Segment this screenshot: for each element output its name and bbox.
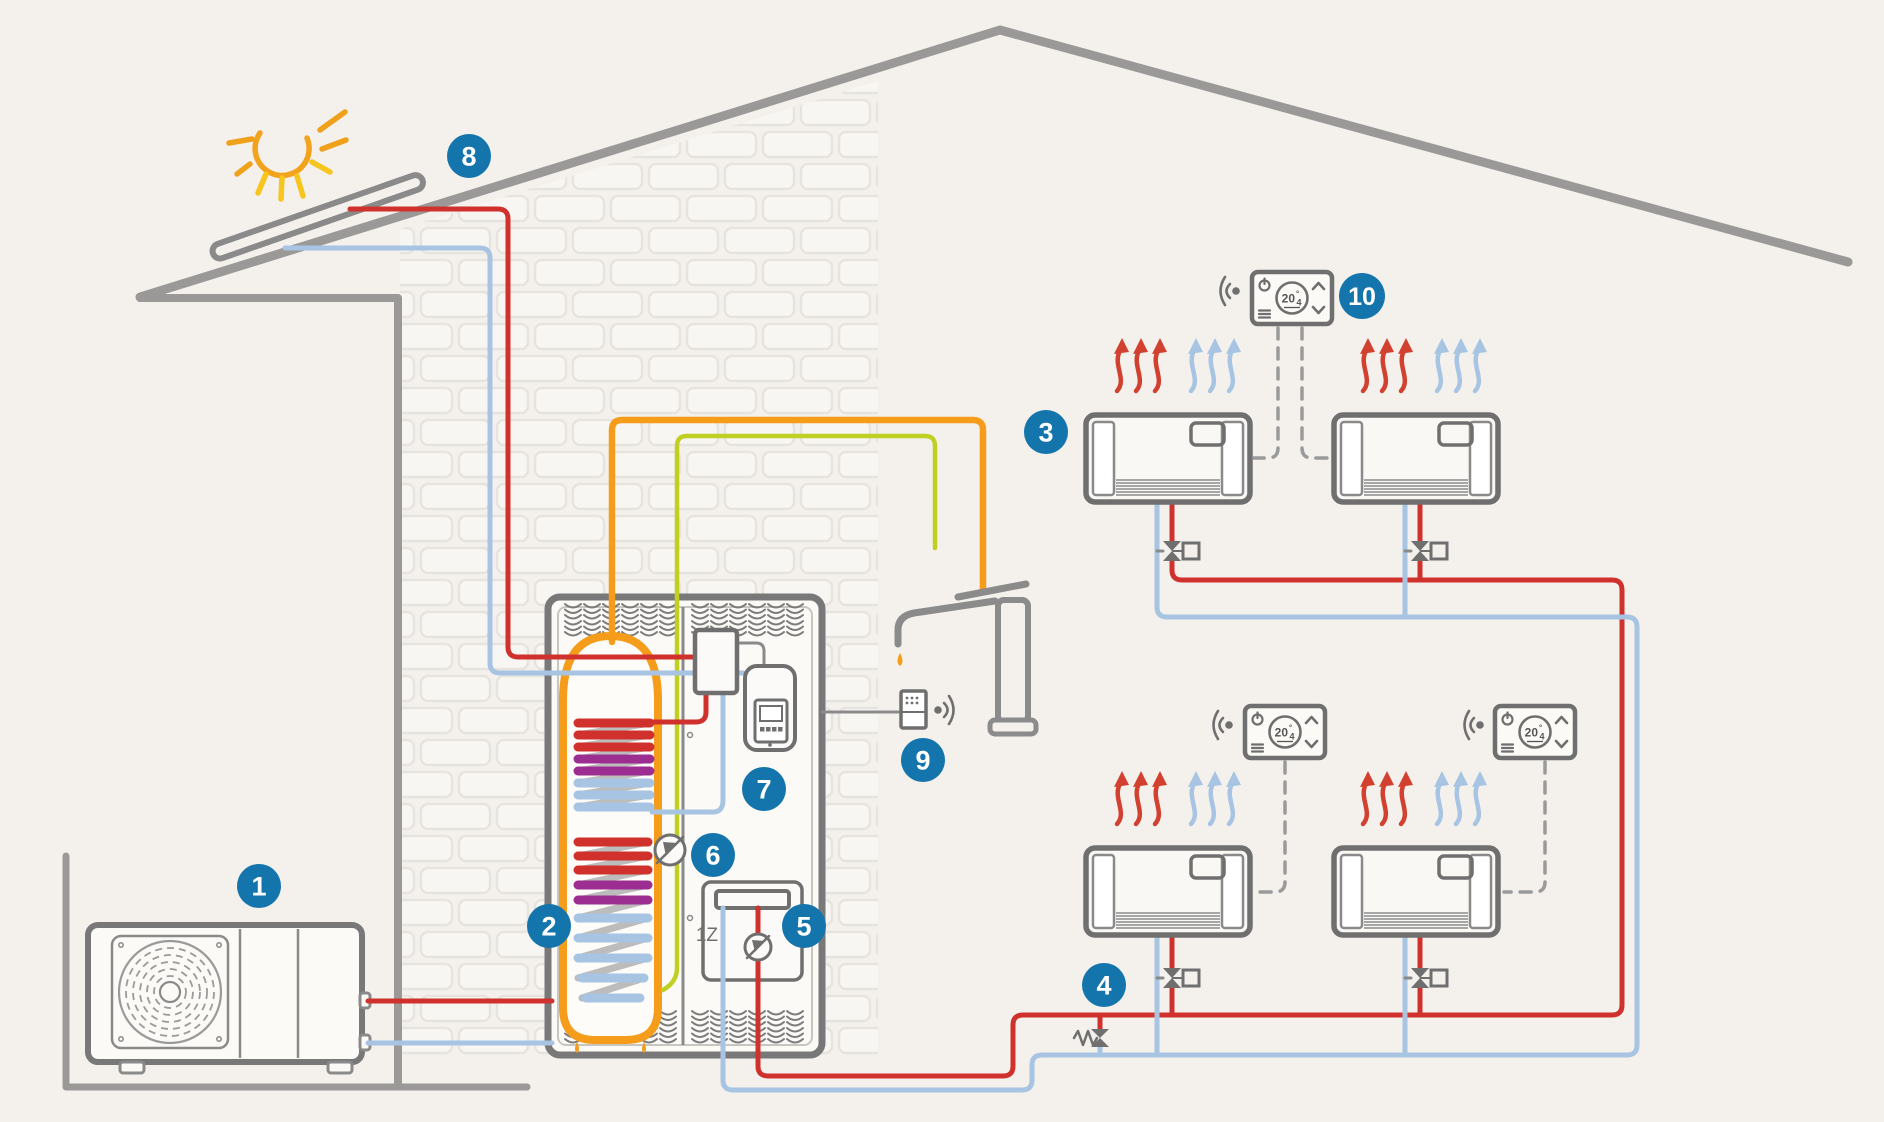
- callout-1: 1: [237, 864, 281, 908]
- callout-8: 8: [447, 134, 491, 178]
- zone-label: 1Z: [696, 925, 719, 946]
- temperature-dial: [1268, 715, 1302, 749]
- unit-foot: [118, 1060, 146, 1075]
- pipe-coil-return: [649, 690, 726, 815]
- fan-frame: [110, 934, 230, 1050]
- chevron-up-icon: [1311, 281, 1326, 291]
- thermostat-body: [1249, 269, 1335, 327]
- fancoil-valves: [1155, 539, 1449, 990]
- ground-line: [62, 852, 531, 1091]
- thermostat-zone2-left: 20 ° 4: [1242, 703, 1328, 761]
- zone-manifold: [714, 889, 791, 910]
- water-drop-icon: [642, 1042, 646, 1053]
- temperature-decimal: 4: [1540, 732, 1545, 742]
- bypass-valve-icon: [1072, 1029, 1109, 1047]
- tank-coil-upper: [573, 718, 655, 812]
- temperature-decimal: 4: [1297, 298, 1302, 308]
- svg-text:10: 10: [1348, 283, 1376, 311]
- heating-return-network: [720, 502, 1640, 1093]
- callout-4: 4: [1082, 963, 1126, 1007]
- svg-text:7: 7: [756, 775, 771, 805]
- temperature-dial: [1275, 281, 1309, 315]
- left-wall: [136, 294, 402, 1090]
- callout-3: 3: [1024, 410, 1068, 454]
- outdoor-unit-case: [85, 922, 365, 1065]
- menu-icon: [1500, 743, 1515, 753]
- callout-9: 9: [901, 738, 945, 782]
- pipe-solar-to-coil: [642, 690, 709, 725]
- thermostat-body: [1492, 703, 1578, 761]
- outdoor-heat-pump-unit: [85, 922, 372, 1075]
- svg-text:1: 1: [251, 872, 266, 902]
- tap-icon: [894, 580, 1039, 737]
- temperature-dial: [1518, 715, 1552, 749]
- svg-text:3: 3: [1038, 418, 1053, 448]
- temperature-value: 20: [1275, 726, 1289, 740]
- unit-foot: [326, 1060, 354, 1075]
- wireless-gateway: [899, 689, 955, 730]
- svg-text:8: 8: [461, 142, 476, 172]
- screw-dot: [686, 914, 694, 922]
- menu-icon: [1250, 743, 1265, 753]
- thermostat-body: [1242, 703, 1328, 761]
- thermostat-zone1: 20 ° 4: [1249, 269, 1335, 327]
- power-icon: [1251, 711, 1264, 726]
- pipe-cold-water: [660, 433, 938, 993]
- temperature-decimal: 4: [1290, 732, 1295, 742]
- pipe-solar-return: [282, 245, 746, 676]
- solar-panel: [209, 172, 426, 262]
- frame-screws: [118, 942, 222, 1042]
- svg-text:5: 5: [796, 912, 811, 942]
- thermostat-zone2-right: 20 ° 4: [1492, 703, 1578, 761]
- tank-coil-lower: [573, 837, 653, 1003]
- sun-icon: [226, 109, 349, 202]
- water-drop-icon: [897, 653, 903, 666]
- indoor-unit-inner: [557, 606, 813, 1046]
- fancoil-unit-2: [1334, 415, 1498, 502]
- fan-icon: [117, 939, 223, 1045]
- callout-7: 7: [742, 767, 786, 811]
- controller-unit: [743, 664, 797, 752]
- gateway-dots: [905, 696, 919, 705]
- pipe-solar-flow: [347, 206, 703, 660]
- callout-2: 2: [527, 904, 571, 948]
- thermostat-links: [1252, 326, 1547, 894]
- wire-to-controller: [735, 641, 766, 668]
- svg-text:6: 6: [705, 841, 720, 871]
- water-drop-icon: [575, 1042, 579, 1053]
- chevron-up-icon: [1554, 715, 1569, 725]
- controller-buttons: [760, 727, 783, 732]
- chevron-up-icon: [1304, 715, 1319, 725]
- hydro-box: [692, 627, 740, 696]
- svg-text:2: 2: [541, 912, 556, 942]
- degree-symbol: °: [1289, 724, 1292, 733]
- power-icon: [1258, 277, 1271, 292]
- chevron-down-icon: [1554, 739, 1569, 749]
- pump-icon-circulation: [653, 833, 687, 867]
- callout-5: 5: [782, 904, 826, 948]
- chevron-down-icon: [1311, 305, 1326, 315]
- temperature-value: 20: [1525, 726, 1539, 740]
- power-icon: [1501, 711, 1514, 726]
- pipe-dhw-hot: [608, 416, 987, 646]
- svg-text:4: 4: [1096, 971, 1111, 1001]
- screw-dot: [686, 731, 694, 739]
- heating-flow-network: [755, 502, 1625, 1079]
- pump-icon-zone: [743, 932, 773, 962]
- callout-10: 10: [1339, 273, 1385, 319]
- degree-symbol: °: [1296, 290, 1299, 299]
- menu-icon: [1257, 309, 1272, 319]
- svg-text:9: 9: [915, 746, 930, 776]
- degree-symbol: °: [1539, 724, 1542, 733]
- controller-screen: [759, 705, 783, 722]
- fancoil-unit-4: [1334, 848, 1498, 935]
- callout-6: 6: [691, 833, 735, 877]
- fancoil-unit-1: [1086, 415, 1250, 502]
- temperature-value: 20: [1282, 292, 1296, 306]
- chevron-down-icon: [1304, 739, 1319, 749]
- fancoil-unit-3: [1086, 848, 1250, 935]
